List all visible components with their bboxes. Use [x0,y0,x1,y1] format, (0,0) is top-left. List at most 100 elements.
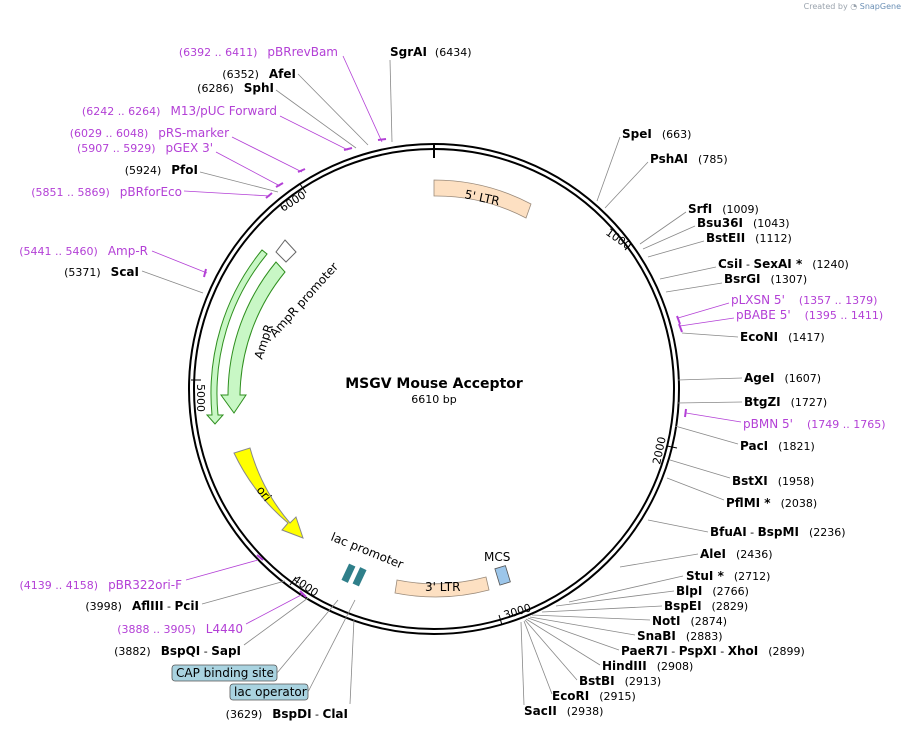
mcs-label: MCS [484,550,510,564]
lead-spei [596,136,621,202]
primer-mark-pbrforeco [265,192,273,199]
lead-bspqi [243,597,309,646]
lead-noti [531,614,651,621]
lead-snabi [529,616,636,636]
lead-bstxi [669,459,731,479]
primer-mark-m13 [343,147,353,151]
lead-agei [677,377,743,381]
lead-bspei [541,605,663,613]
lead-blpi [555,590,675,607]
lead-prs [231,136,303,173]
site-stui: StuI *(2712) [686,569,770,583]
primer-mark-pbmn [684,408,687,418]
primer-mark-pbrrevbam [377,138,387,141]
site-sacii: SacII(2938) [524,704,603,718]
site-bspei: BspEI(2829) [664,599,748,613]
site-bsu36i: Bsu36I(1043) [697,216,790,230]
primer-pbrrevbam: (6392 .. 6411)pBRrevBam [179,45,338,59]
lead-pflmi [666,477,725,501]
map-length: 6610 bp [411,393,456,406]
lead-bfuai [647,519,709,533]
lead-pfoi [199,171,279,193]
lead-pbr322ori [185,559,259,581]
ampr-arrow [205,249,268,425]
site-srfi: SrfI(1009) [688,202,759,216]
site-scai: (5371)ScaI [64,265,139,279]
map-title: MSGV Mouse Acceptor [345,376,523,392]
site-afei: (6352)AfeI [222,67,296,81]
lead-stui [568,575,684,603]
lead-alei [619,553,699,568]
lead-bsu36i [642,225,696,250]
tick-2000 [666,445,678,449]
right-site-labels: SpeI(663) PshAI(785) SrfI(1009) Bsu36I(1… [520,127,886,718]
snapgene-credit: Created by ◔ SnapGene [804,2,901,11]
ltr3-label: 3' LTR [425,580,460,594]
lead-hindiii [525,618,601,666]
primer-mark-pbr322ori [256,554,264,561]
cap-binding-label: CAP binding site [176,666,274,680]
primer-pbrforeco: (5851 .. 5869)pBRforEco [31,185,182,199]
tick-label-2000: 2000 [650,436,669,466]
lead-bstbi [524,619,578,681]
site-sgrai: SgrAI(6434) [390,45,471,59]
site-noti: NotI(2874) [652,614,727,628]
lead-pbrrevbam [342,55,383,143]
site-bspdi: (3629)BspDI - ClaI [226,707,348,721]
primer-mark-l4440 [299,590,307,598]
site-csii: CsiI - SexAI *(1240) [718,257,849,271]
lac-promoter-label: lac promoter [329,530,405,572]
primer-mark-pgex [275,182,284,188]
site-bstbi: BstBI(2913) [579,674,661,688]
tick-4000 [289,576,297,586]
site-bsrgi: BsrGI(1307) [724,272,807,286]
cap-binding-lead [276,599,339,674]
lead-m13 [279,115,349,151]
ltr3-arrow [394,576,490,598]
tick-label-6000: 6000 [278,188,309,214]
site-pflmi: PflMI *(2038) [726,496,817,510]
site-bsteii: BstEII(1112) [706,231,792,245]
lead-pbmn [685,412,742,423]
tick-label-5000: 5000 [194,384,207,412]
lac-promoter-box [341,563,356,583]
tick-3000 [498,614,503,626]
lac-operator-box [352,567,367,587]
primer-mark-prs [297,168,306,173]
site-afliii: (3998)AflIII - PciI [85,599,199,613]
lead-scai [141,270,204,294]
lac-operator-label: lac operator [234,685,307,699]
site-alei: AleI(2436) [700,547,773,561]
lead-ampr-primer [151,250,208,274]
sgrai-lead [389,59,393,143]
lead-bsrgi [665,282,723,293]
mcs-box [494,565,511,586]
tick-6000 [299,183,307,194]
lead-srfi [639,211,687,245]
site-paer7i: PaeR7I - PspXI - XhoI(2899) [621,644,805,658]
primer-mark-ampr [203,268,207,278]
lead-pbabe [679,317,735,327]
lead-plxsn [677,302,730,319]
credit-prefix: Created by [803,2,848,11]
left-site-labels: (6392 .. 6411)pBRrevBam (6352)AfeI (6286… [19,45,387,721]
site-hindiii: HindIII(2908) [602,659,693,673]
lead-bsteii [647,240,705,258]
primer-prs: (6029 .. 6048)pRS-marker [70,126,229,140]
lead-econi [681,332,739,338]
lead-afliii [201,580,286,605]
site-pfoi: (5924)PfoI [125,163,198,177]
primer-pgex: (5907 .. 5929)pGEX 3' [77,141,213,155]
site-blpi: BlpI(2766) [676,584,749,598]
site-spei: SpeI(663) [622,127,691,141]
site-econi: EcoNI(1417) [740,330,825,344]
lead-afei [297,73,369,146]
primer-mark-pbabe [678,323,683,333]
lead-pgex [215,151,281,187]
credit-brand: SnapGene [859,2,901,11]
lead-btgzi [676,401,743,404]
ampr-promoter-arrow [220,261,286,414]
site-btgzi: BtgZI(1727) [744,395,827,409]
site-paci: PacI(1821) [740,439,815,453]
